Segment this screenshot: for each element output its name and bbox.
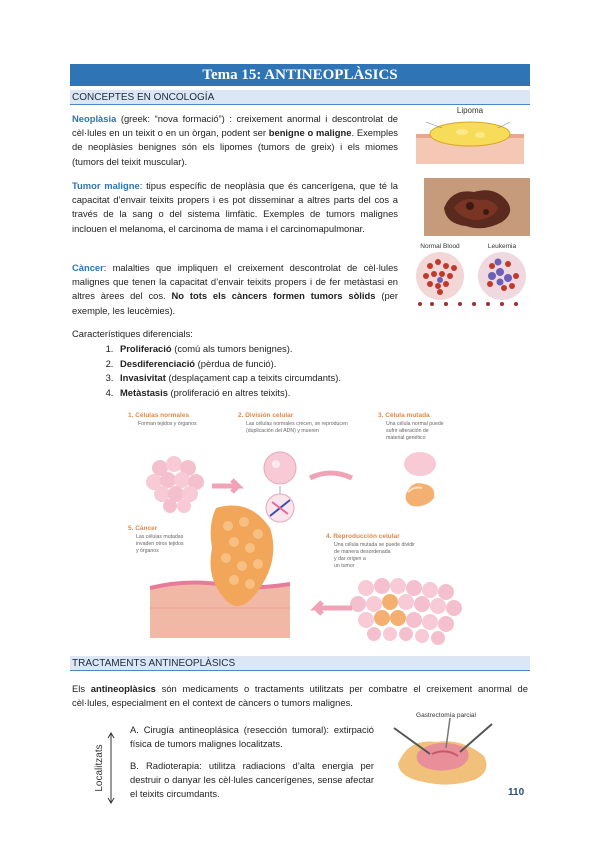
feature-bold: Invasivitat: [120, 372, 166, 384]
step1-title: 1. Células normales: [128, 412, 189, 419]
step5-title: 5. Cáncer: [128, 525, 158, 532]
step4-title: 4. Reproducción celular: [326, 533, 400, 540]
step2-desc2: (duplicación del ADN) y mueren: [246, 428, 319, 434]
lipoma-title: Lipoma: [457, 106, 484, 115]
cancer-development-diagram: 1. Células normales Forman tejidos y órg…: [120, 408, 480, 646]
normal-cells-icon: [146, 456, 204, 513]
feature-bold: Proliferació: [120, 343, 172, 354]
tumor-text: : tipus específic de neoplàsia que és ca…: [72, 180, 398, 234]
step3-desc1: Una célula normal puede: [386, 421, 444, 427]
page-title: Tema 15: ANTINEOPLÀSICS: [70, 64, 530, 86]
section-heading-concepts: CONCEPTES EN ONCOLOGÍA: [70, 90, 530, 105]
step2-desc1: Las células normales crecen, se reproduc…: [246, 421, 348, 427]
features-intro: Característiques diferencials:: [72, 328, 193, 339]
step4-desc2: de manera desordenada: [334, 549, 391, 555]
cancer-term: Càncer: [72, 262, 104, 273]
feature-bold: Metàstasis: [120, 386, 168, 398]
feature-rest: (proliferació en altres teixits).: [167, 386, 291, 398]
lipoma-image: Lipoma: [412, 104, 528, 166]
step2-title: 2. División celular: [238, 412, 294, 419]
list-item: Invasivitat (desplaçament cap a teixits …: [116, 371, 341, 386]
list-item: Proliferació (comú als tumors benignes).: [116, 342, 341, 357]
cancer-text: : malalties que impliquen el creixement …: [72, 262, 398, 302]
intro-text: Els: [72, 683, 91, 694]
arrow-icon: [212, 478, 245, 494]
neoplasia-paragraph: Neoplàsia (greek: “nova formació”) : cre…: [72, 112, 398, 169]
gastrectomy-caption: Gastrectomía parcial: [416, 712, 477, 719]
step4-desc3: y dar origen a: [334, 556, 366, 562]
feature-rest: (pèrdua de funció).: [195, 357, 277, 369]
treatment-radiotherapy: B. Radioterapia: utilitza radiacions d’a…: [130, 760, 374, 800]
mutated-cell-icon: [404, 452, 436, 507]
step4-desc1: Una célula mutada se puede dividir: [334, 542, 415, 548]
step5-desc1: Las células mutadas: [136, 534, 184, 540]
arrow-icon: [308, 470, 354, 481]
list-item: Desdiferenciació (pèrdua de funció).: [116, 357, 341, 372]
localitzats-text: Localitzats: [94, 744, 105, 791]
cell-division-icon: [263, 451, 297, 523]
tumor-term: Tumor maligne: [72, 180, 140, 191]
list-item: Metàstasis (proliferació en altres teixi…: [116, 386, 341, 401]
cancer-text-end: (per exemple, les leucèmies).: [72, 290, 398, 316]
gastrectomy-image: Gastrectomía parcial: [388, 708, 498, 788]
step3-title: 3. Célula mutada: [378, 412, 430, 419]
step3-desc3: material genético: [386, 435, 426, 441]
tissue-invasion-icon: [149, 505, 291, 638]
melanoma-image: [424, 178, 530, 236]
section-heading-treatments: TRACTAMENTS ANTINEOPLÀSICS: [70, 656, 530, 671]
step4-desc4: un tumor: [334, 563, 355, 569]
step5-desc3: y órganos: [136, 548, 159, 554]
neoplasia-bold: benigne o maligne: [268, 127, 352, 139]
step5-desc2: invaden otros tejidos: [136, 541, 184, 547]
normal-blood-label: Normal Blood: [420, 243, 460, 250]
cell-reproduction-icon: [350, 578, 462, 645]
step3-desc2: sufrir alteración de: [386, 428, 429, 434]
intro-bold: antineoplàsics: [90, 683, 156, 694]
features-list: Proliferació (comú als tumors benignes).…: [96, 342, 341, 400]
leukemia-label: Leukemia: [488, 243, 517, 250]
neoplasia-text: (greek: “nova formació”) : creixement an…: [72, 113, 398, 139]
blood-comparison-image: Normal Blood Leukemia: [412, 240, 530, 310]
neoplasia-text-end: . Exemples de neoplàsies benignes són el…: [72, 127, 398, 167]
feature-rest: (desplaçament cap a teixits circumdants)…: [165, 372, 341, 384]
intro-text-end: són medicaments o tractaments utilitzats…: [72, 683, 528, 709]
cancer-paragraph: Càncer: malalties que impliquen el creix…: [72, 261, 398, 318]
arrow-icon: [309, 600, 352, 616]
treatment-surgery: A. Cirugía antineoplásica (resección tum…: [130, 724, 374, 750]
feature-rest: (comú als tumors benignes).: [171, 343, 293, 354]
step1-desc: Forman tejidos y órganos: [138, 421, 197, 427]
feature-bold: Desdiferenciació: [120, 357, 196, 369]
neoplasia-term: Neoplàsia: [72, 113, 117, 124]
treatments-intro: Els antineoplàsics són medicaments o tra…: [72, 682, 528, 710]
localitzats-label: Localitzats: [92, 732, 118, 804]
tumor-paragraph: Tumor maligne: tipus específic de neoplà…: [72, 179, 398, 236]
page-number: 110: [508, 787, 525, 798]
cancer-bold: No tots els càncers formen tumors sòlids: [171, 290, 376, 302]
